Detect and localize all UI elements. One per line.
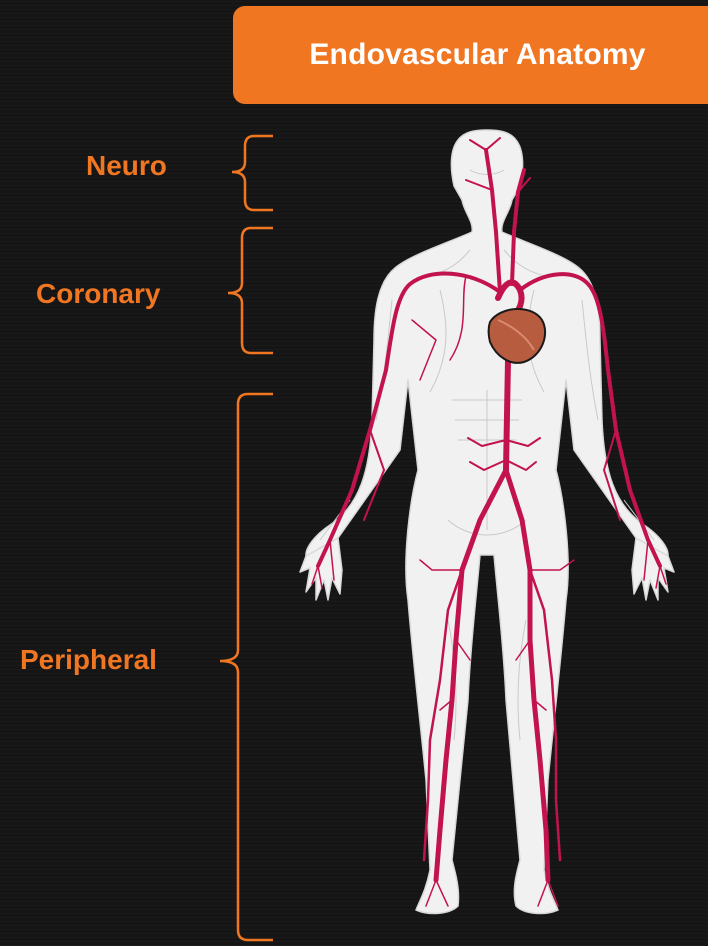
bracket-group xyxy=(220,136,273,940)
peripheral-bracket xyxy=(220,394,273,940)
coronary-bracket xyxy=(228,228,273,353)
neuro-bracket xyxy=(232,136,273,210)
